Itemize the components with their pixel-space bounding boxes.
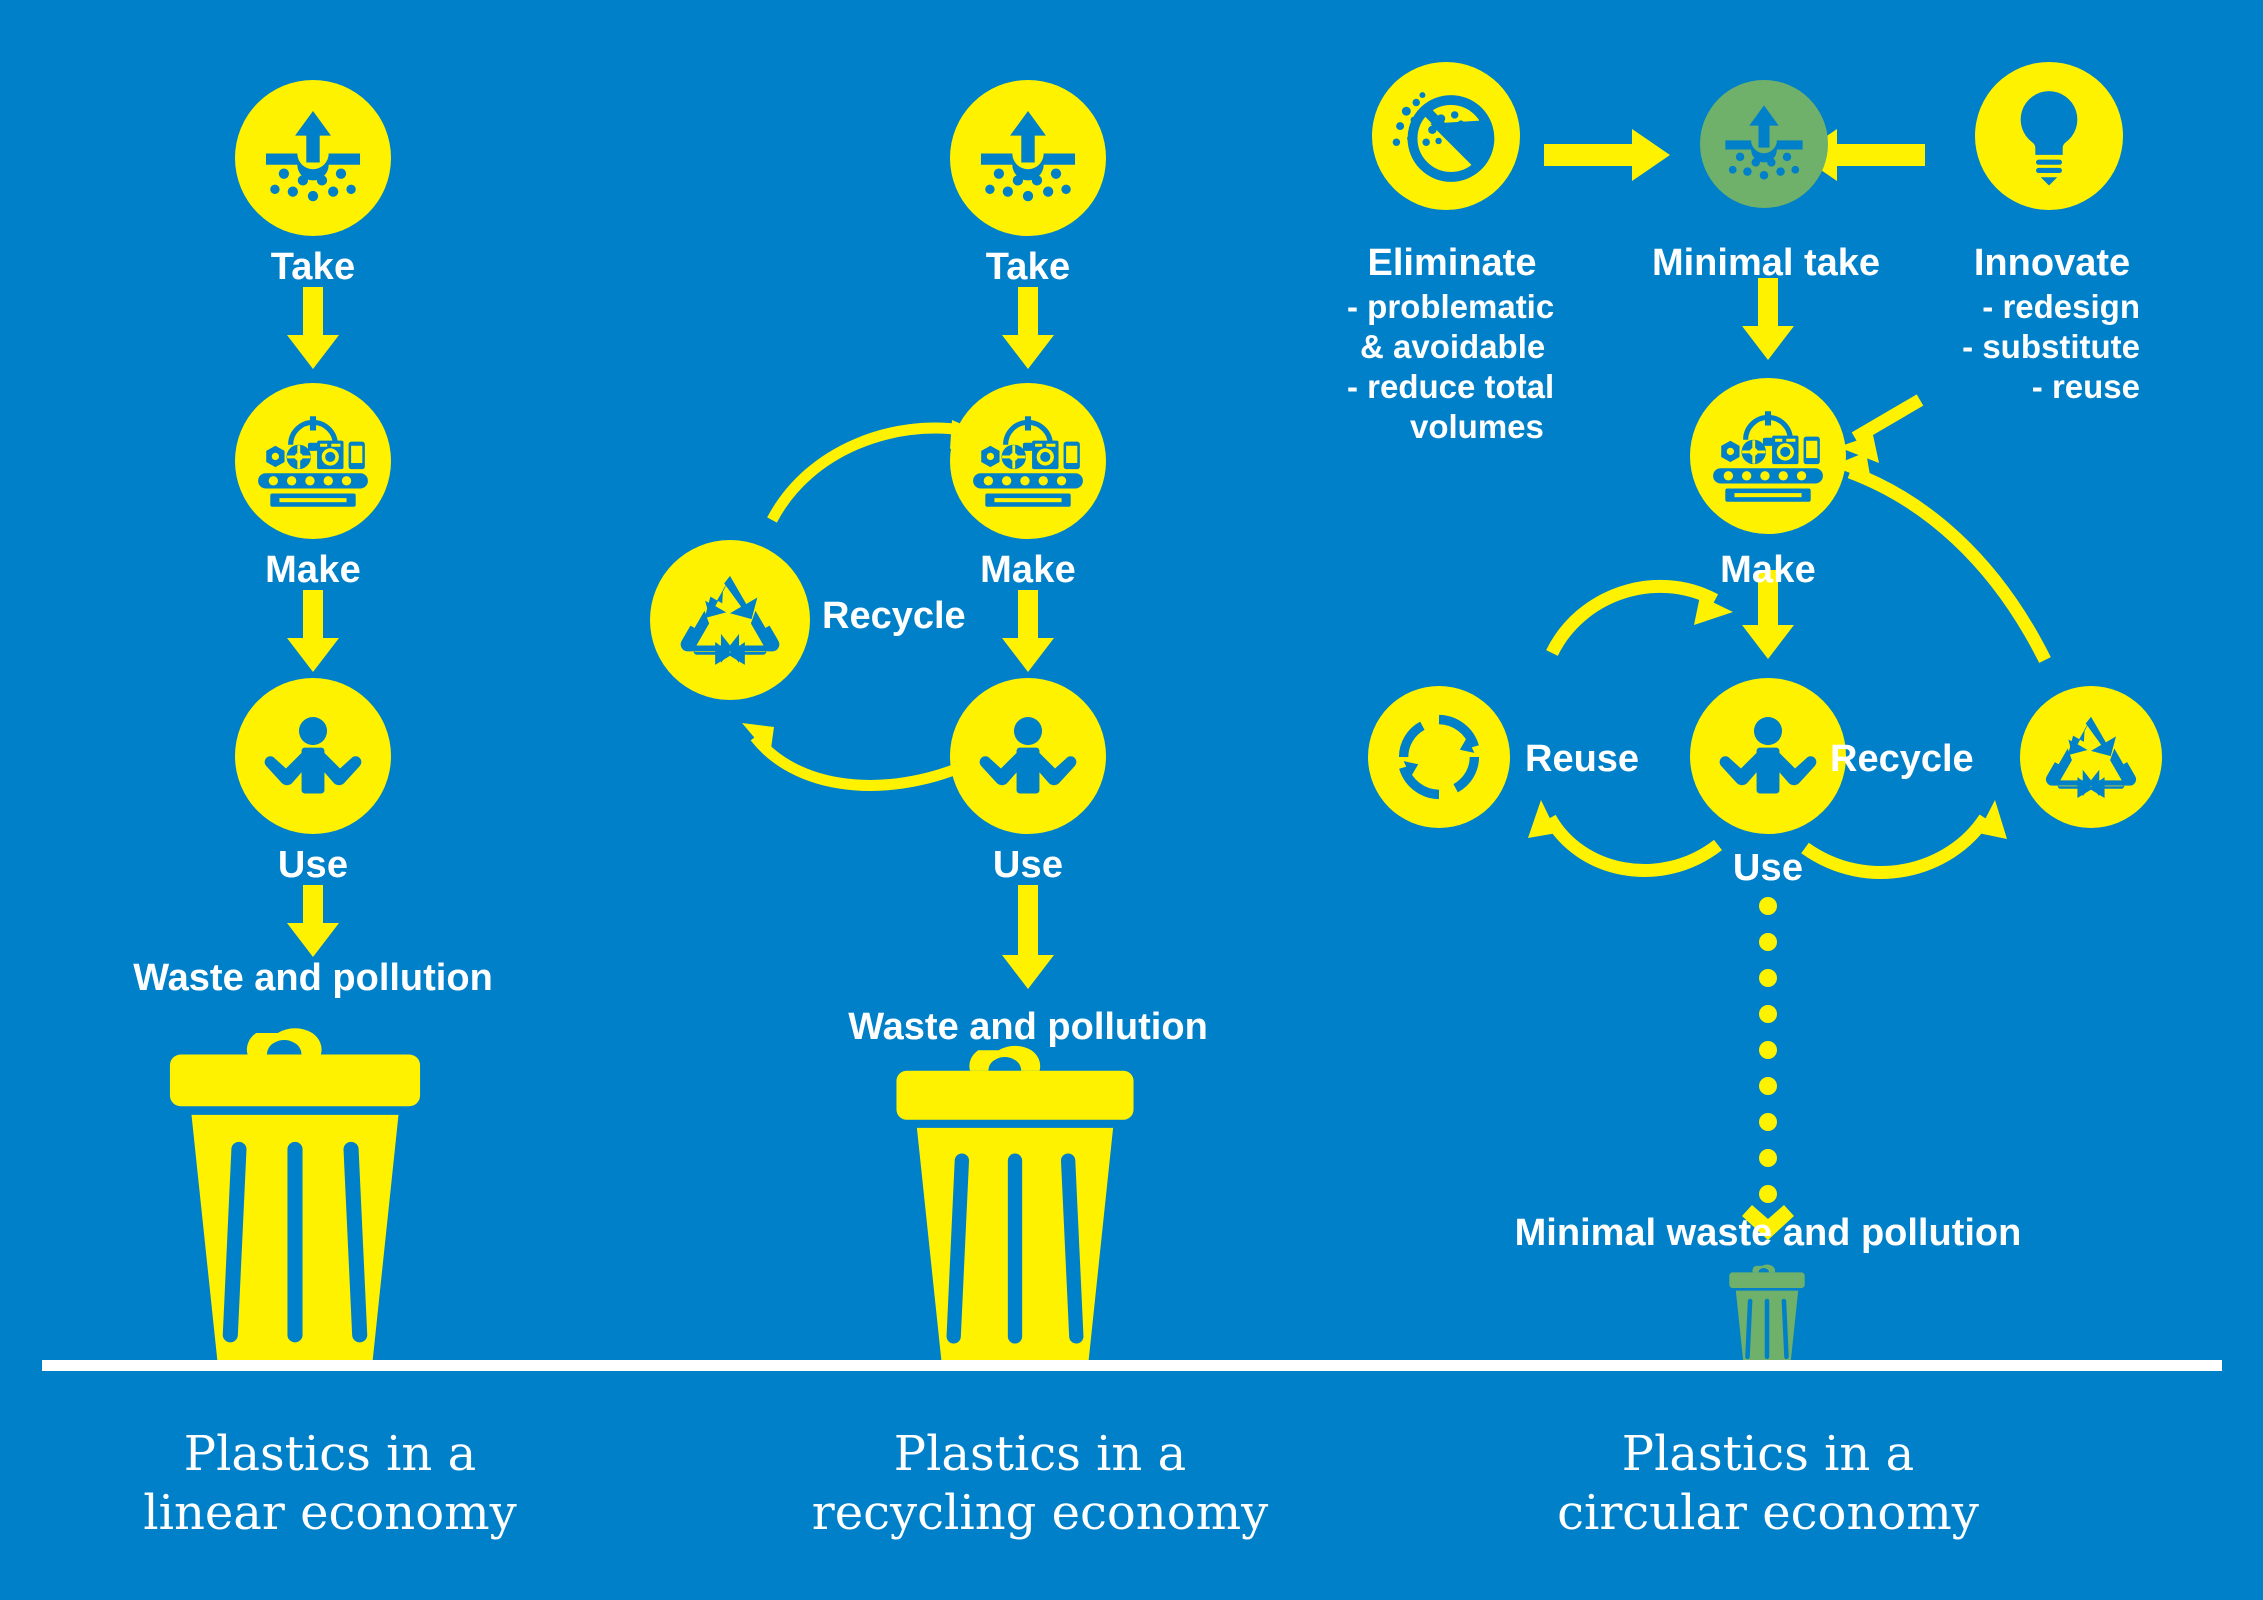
column-circular-innovate-bullet-1: - redesign <box>1982 288 2140 325</box>
column-recycling-make-label: Make <box>980 549 1076 591</box>
column-circular-minimal-take-circle <box>1700 80 1828 208</box>
column-linear-use-circle <box>235 678 391 834</box>
column-circular-eliminate-bullet-1: - problematic <box>1347 288 1555 325</box>
column-linear-take-circle <box>235 80 391 236</box>
column-recycling-take-label: Take <box>985 246 1071 288</box>
recycle-symbol-icon <box>680 575 780 665</box>
extract-take-icon <box>980 110 1076 202</box>
column-recycling-waste-label: Waste and pollution <box>848 1006 1208 1048</box>
no-microbeads-icon <box>1384 74 1508 198</box>
person-use-icon <box>979 717 1077 794</box>
column-recycling-bin <box>890 1038 1140 1365</box>
column-circular-innovate-title: Innovate <box>1973 242 2131 284</box>
column-recycling-recycle-label: Recycle <box>822 595 966 637</box>
column-circular-minimal-take-title: Minimal take <box>1651 242 1881 284</box>
column-circular-reuse-circle <box>1368 686 1510 828</box>
column-circular-use-circle <box>1690 678 1846 834</box>
column-recycling-use-label: Use <box>992 844 1064 886</box>
column-circular-innovate-bullet-2: - substitute <box>1962 328 2140 365</box>
column-circular-recycle-circle <box>2020 686 2162 828</box>
person-use-icon <box>264 717 362 794</box>
column-circular-innovate-bullet-3: - reuse <box>2031 368 2140 405</box>
column-linear-take-label: Take <box>270 246 356 288</box>
trash-bin-icon <box>890 1038 1140 1365</box>
extract-take-icon <box>265 110 361 202</box>
column-recycling-make-circle <box>950 383 1106 539</box>
column-circular-eliminate-title: Eliminate <box>1367 242 1537 284</box>
reuse-loop-icon <box>1387 705 1491 809</box>
lightbulb-innovate-icon <box>2020 91 2078 186</box>
factory-make-icon <box>1707 405 1829 507</box>
column-linear-make-circle <box>235 383 391 539</box>
factory-make-icon <box>967 410 1089 512</box>
person-use-icon <box>1719 717 1817 794</box>
column-circular-waste-label: Minimal waste and pollution <box>1514 1212 2022 1254</box>
baseline-divider <box>42 1360 2222 1371</box>
column-linear-bin <box>160 1020 430 1365</box>
column-circular-eliminate-bullet-4: volumes <box>1410 408 1544 445</box>
extract-take-icon <box>1725 105 1803 180</box>
column-circular-caption: Plastics in a circular economy <box>1557 1426 1979 1541</box>
factory-make-icon <box>252 410 374 512</box>
column-recycling-recycle-circle <box>650 540 810 700</box>
column-recycling-caption: Plastics in a recycling economy <box>811 1426 1269 1541</box>
column-circular-bin <box>1718 1262 1816 1366</box>
column-circular-eliminate-circle <box>1372 62 1520 210</box>
column-circular-eliminate-bullet-2: & avoidable <box>1360 328 1546 365</box>
column-circular-make-circle <box>1690 378 1846 534</box>
column-linear-make-label: Make <box>265 549 361 591</box>
column-recycling-take-circle <box>950 80 1106 236</box>
column-circular-reuse-label: Reuse <box>1525 738 1640 780</box>
recycle-symbol-icon <box>2045 716 2137 799</box>
trash-bin-icon <box>160 1020 430 1365</box>
column-circular-recycle-label: Recycle <box>1830 738 1974 780</box>
column-linear-use-label: Use <box>277 844 349 886</box>
column-circular-use-label: Use <box>1732 847 1804 889</box>
column-circular-make-label: Make <box>1720 549 1816 591</box>
column-circular-eliminate-bullet-3: - reduce total <box>1347 368 1555 405</box>
trash-bin-icon <box>1718 1262 1816 1366</box>
column-linear-caption: Plastics in a linear economy <box>143 1426 517 1541</box>
column-circular-innovate-circle <box>1975 62 2123 210</box>
column-recycling-use-circle <box>950 678 1106 834</box>
column-linear-waste-label: Waste and pollution <box>133 957 493 999</box>
